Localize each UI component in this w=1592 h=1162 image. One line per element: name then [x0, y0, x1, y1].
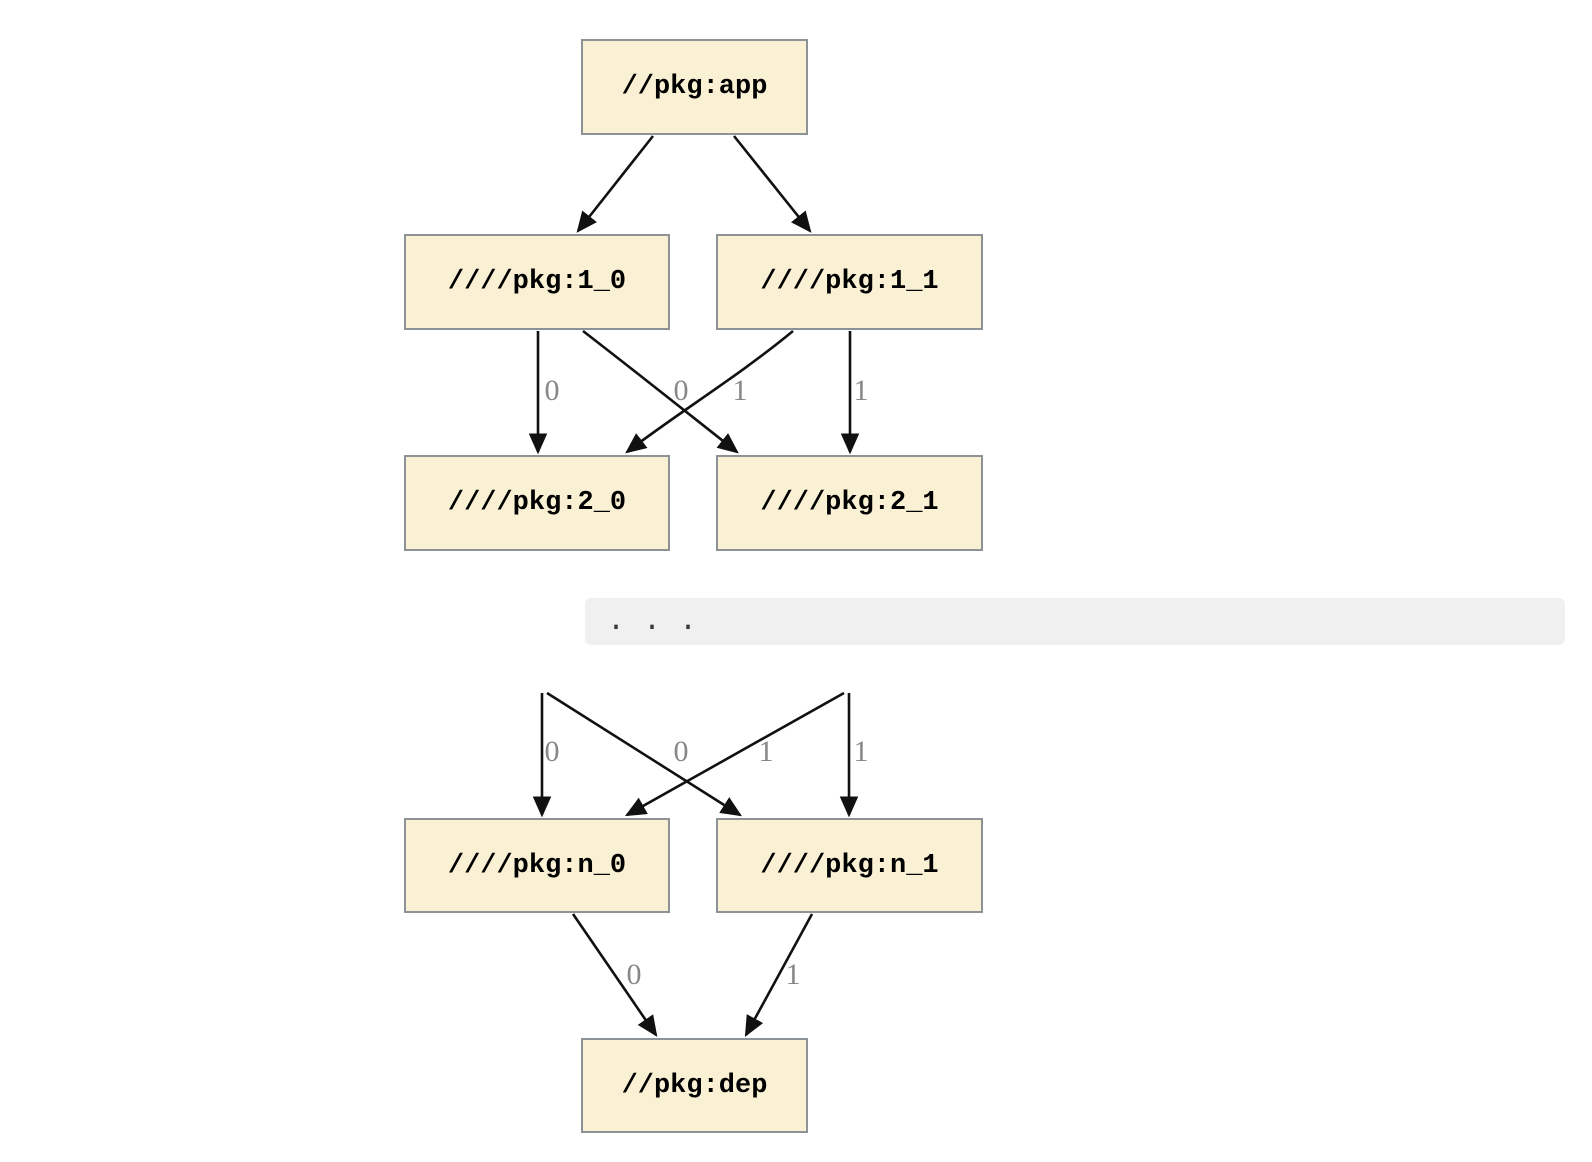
node-pkg-dep: //pkg:dep	[581, 1038, 808, 1133]
edge-n_1-to-dep	[744, 913, 814, 1038]
edge-app-to-1_0	[576, 135, 655, 233]
edge-label: 1	[853, 735, 869, 768]
edge-1_1-to-2_0	[625, 329, 794, 454]
node-pkg-app: //pkg:app	[581, 39, 808, 135]
node-pkg-1_1: ////pkg:1_1	[716, 234, 983, 330]
edge-label: 1	[732, 374, 748, 407]
ellipsis-text: . . .	[607, 604, 698, 639]
edge-label: 1	[785, 958, 801, 991]
node-pkg-n_0: ////pkg:n_0	[404, 818, 670, 913]
edge-n_0-to-dep	[571, 913, 658, 1037]
edge-1_0-to-2_1	[582, 329, 739, 454]
node-pkg-dep-label: //pkg:dep	[621, 1070, 768, 1101]
edge-label: 0	[544, 735, 560, 768]
node-pkg-1_0-label: ////pkg:1_0	[447, 267, 627, 297]
edge-label: 0	[673, 374, 689, 407]
node-pkg-n_0-label: ////pkg:n_0	[447, 850, 627, 881]
ellipsis-code-block: . . .	[585, 598, 1565, 645]
node-pkg-1_1-label: ////pkg:1_1	[760, 267, 939, 297]
node-pkg-2_0-label: ////pkg:2_0	[447, 488, 627, 518]
node-pkg-n_1-label: ////pkg:n_1	[760, 850, 939, 881]
node-pkg-1_0: ////pkg:1_0	[404, 234, 670, 330]
edge-label: 0	[673, 735, 689, 768]
node-pkg-n_1: ////pkg:n_1	[716, 818, 983, 913]
edge-ellipsis-to-n_0-cross	[624, 691, 845, 817]
node-pkg-app-label: //pkg:app	[621, 72, 768, 102]
node-pkg-2_1-label: ////pkg:2_1	[760, 488, 939, 518]
edge-ellipsis-to-n_1-cross	[546, 691, 742, 817]
edge-label: 1	[758, 735, 774, 768]
edge-label: 0	[544, 374, 560, 407]
node-pkg-2_0: ////pkg:2_0	[404, 455, 670, 551]
node-pkg-2_1: ////pkg:2_1	[716, 455, 983, 551]
edge-label: 1	[853, 374, 869, 407]
edge-label: 0	[626, 958, 642, 991]
edge-app-to-1_1	[732, 135, 812, 233]
